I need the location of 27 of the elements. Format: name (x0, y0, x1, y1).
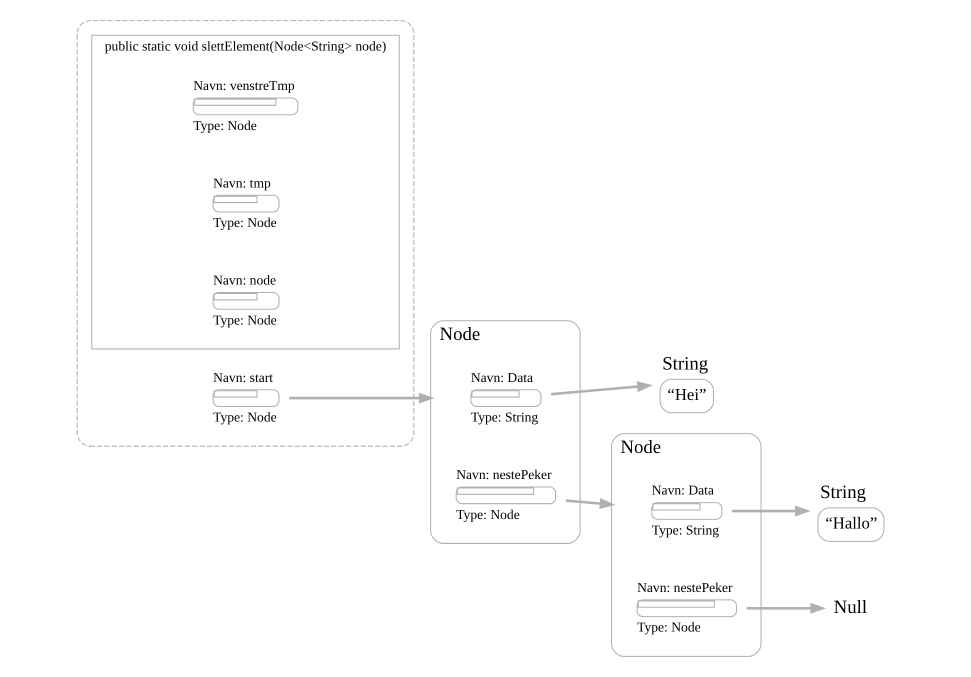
node-label: Navn: nestePeker (637, 580, 733, 595)
node-text: Null (834, 596, 868, 618)
node-label: Type: Node (213, 410, 277, 425)
arrow (566, 498, 616, 510)
node-label: Type: String (470, 410, 538, 425)
node-label: Navn: node (213, 272, 276, 288)
node-label: Navn: start (213, 370, 274, 385)
node-label: String (820, 482, 866, 503)
node-label: Type: Node (213, 312, 277, 328)
arrow (289, 392, 435, 404)
node-label: Type: Node (456, 506, 520, 522)
cluster (76, 20, 414, 447)
arrow (550, 381, 653, 396)
node-label: Type: Node (193, 118, 257, 133)
node-label: Type: String (652, 522, 720, 538)
node-label: Navn: tmp (213, 175, 271, 190)
node-box: “Hallo” (817, 507, 884, 542)
node-label: Navn: Data (470, 370, 534, 385)
node-label: Type: Node (213, 215, 277, 230)
node-label: String (662, 353, 708, 374)
node-label: Type: Node (637, 620, 701, 635)
node-label: Navn: nestePeker (456, 467, 552, 482)
arrow (746, 602, 826, 614)
node-box: “Hei” (660, 378, 714, 414)
node-label: Navn: Data (652, 482, 714, 498)
arrow (732, 506, 811, 517)
node-label: Navn: venstreTmp (193, 78, 295, 94)
